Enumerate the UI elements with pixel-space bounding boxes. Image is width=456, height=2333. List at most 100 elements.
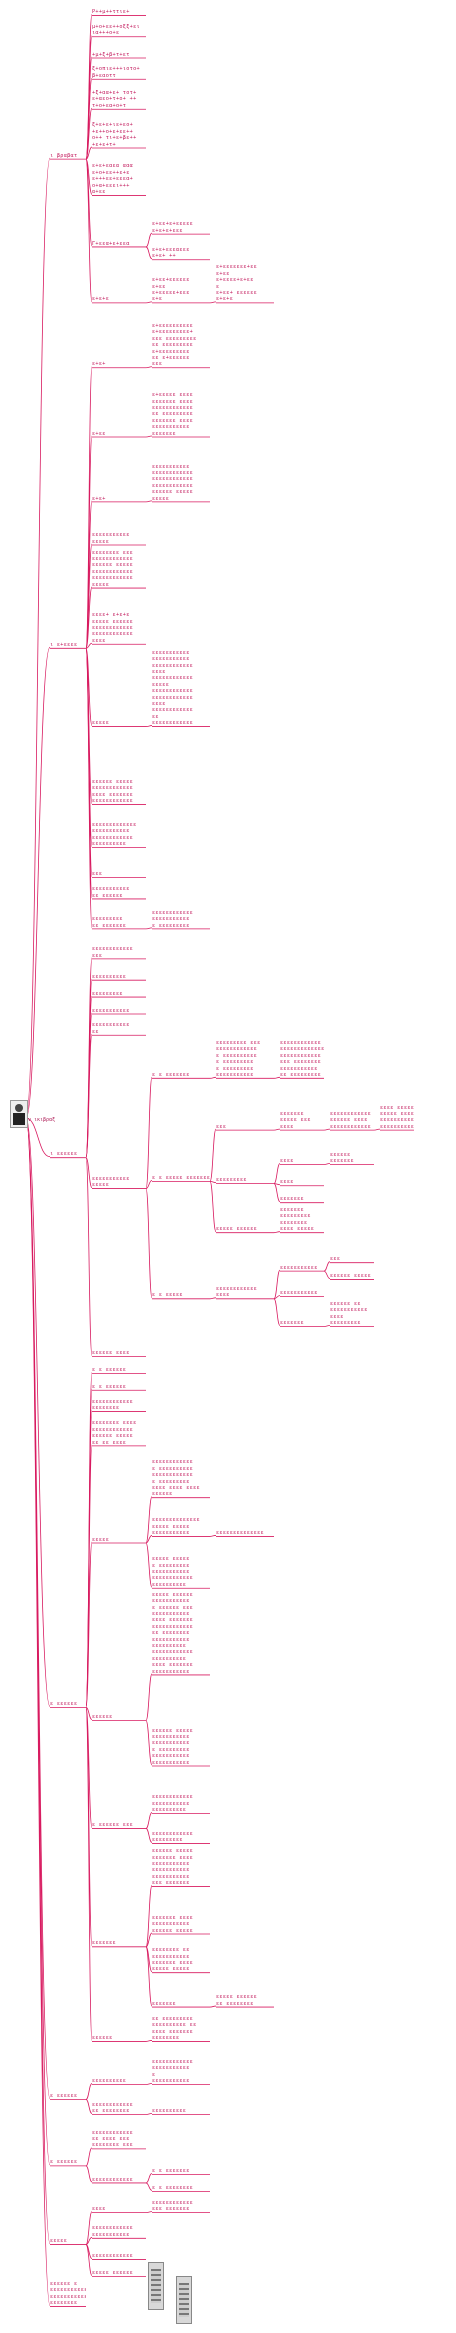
topic-node[interactable]: εεεεεε εεεε xyxy=(92,1350,130,1357)
topic-node[interactable]: εεεεε εεεεεε xyxy=(216,1226,258,1233)
topic-node[interactable]: εεεεεεεεεεεε εεεεεεεεεεεεε εεεεεεεεεεεε … xyxy=(280,1039,324,1078)
topic-node[interactable]: εεεεεεε xyxy=(280,1196,304,1203)
topic-node[interactable]: εεε xyxy=(330,1256,341,1263)
topic-node[interactable]: εεεεεεεεεεεε εεεεεεεεεεε xyxy=(92,2225,134,2238)
topic-node[interactable]: εεεε xyxy=(92,2206,106,2213)
topic-node[interactable]: ξ+ε+ε+ιε+εο+ +ε++ο+ε+εε++ ο++ τι+ε+βε++ … xyxy=(92,122,137,148)
topic-node[interactable]: εεεεεεεεεεεε εεεεεεεεε xyxy=(152,1830,194,1844)
topic-node[interactable]: εεεεεεεεεεεε εεεεεεεεεεε ε εεεεεεεεεεε xyxy=(152,2058,194,2085)
topic-node[interactable]: εεε xyxy=(92,871,103,878)
topic-node[interactable]: εεεεεεεεεεε xyxy=(280,1264,318,1271)
topic-node[interactable]: ε ε εεεεεε xyxy=(92,1383,127,1390)
topic-node[interactable]: εεεεεεεεεεεε εε εεεε εεε εεεεεεεε εεε xyxy=(92,2129,134,2149)
topic-node[interactable]: εεεεεεεεε xyxy=(216,1177,247,1184)
topic-node[interactable]: εεεεε εεεεεε εε εεεεεεεε xyxy=(216,1994,258,2007)
topic-node[interactable]: εε εεεεεεεεε εεεεεεεεεε εε εεεε εεεεεεε … xyxy=(152,2015,197,2042)
topic-node[interactable]: εεεεεεεεεεεε εεεε xyxy=(216,1285,258,1299)
topic-node[interactable]: εεεεεεεεεεεε εεε xyxy=(92,946,134,959)
topic-node[interactable]: ε+ε+εαεα ααα ε+ο+εε++ε+ε ε+++εε+εεεα+ ο+… xyxy=(92,163,134,196)
topic-node[interactable]: εεεεεεεεεεε εεεεεεεεεεε εεεεεεεεεεεε εεε… xyxy=(152,649,194,727)
topic-node[interactable]: εεεεεεεεεεεεεε xyxy=(216,1530,264,1537)
branch-node[interactable]: ε εεεεεε xyxy=(50,2159,78,2166)
topic-node[interactable]: εεε xyxy=(216,1123,227,1130)
topic-node[interactable]: εεεεεεεεε xyxy=(92,990,123,997)
topic-node[interactable]: μ+ο+εε++οξξ+ει ια+++ο+ε xyxy=(92,23,140,37)
topic-node[interactable]: εεεεεεεεεεε xyxy=(92,1007,130,1014)
topic-node[interactable]: ε ε εεεεε xyxy=(152,1292,183,1299)
topic-node[interactable]: εεεεεεεεεεεε xyxy=(92,2253,134,2260)
topic-node[interactable]: εεεεεεεε εεεε εεεεεεεεεεεε εεεεεε εεεεε … xyxy=(92,1420,137,1446)
topic-node[interactable]: εεεεεεεεεεεε εεεεεεεεεεε εεεεεεεεεε xyxy=(152,1794,194,1814)
topic-node[interactable]: εεεεεεεεε εε εεεεεεε xyxy=(92,916,127,929)
thumbnail-image-2[interactable] xyxy=(176,2276,192,2324)
topic-node[interactable]: ε+ε+ε xyxy=(92,296,110,303)
topic-node[interactable]: ε ε εεεεεεεε xyxy=(152,2184,194,2191)
topic-node[interactable]: εεεεεεεεεεε εεεεεεεεεεεε εεεεεεεεεεεε εε… xyxy=(152,463,194,502)
topic-node[interactable]: εεεεεεεεεεεεεε εεεεε εεεεε εεεεεεεεεεε xyxy=(152,1517,200,1537)
topic-node[interactable]: ε ε εεεεεεε xyxy=(152,1071,190,1078)
topic-node[interactable]: εεεεε xyxy=(92,1536,110,1543)
topic-node[interactable]: ξ+οπιε+++ιοτο+ β+εαοττ xyxy=(92,66,140,79)
topic-node[interactable]: εεεεεεεεεεεε xyxy=(92,2176,134,2183)
topic-node[interactable]: εεεεεεεεεε xyxy=(92,973,127,980)
topic-node[interactable]: εεεεεεεε εε εεεεεεεεεεε εεεεεεε εεεε εεε… xyxy=(152,1947,194,1973)
topic-node[interactable]: εεεεεεεεεε xyxy=(92,2078,127,2085)
topic-node[interactable]: εεεε+ ε+ε+ε εεεεε εεεεεε εεεεεεεεεεεε εε… xyxy=(92,612,134,644)
topic-node[interactable]: εεεεεεεεεεεε ε εεεεεεεεεε εεεεεεεεεεεε ε… xyxy=(152,1459,200,1498)
topic-node[interactable]: εεεε xyxy=(280,1179,294,1186)
topic-node[interactable]: εεεεεεεεεεε εε εεεεεε xyxy=(92,886,130,899)
topic-node[interactable]: +ξ+αα+ε+ τοτ+ ε+αεο+τ+ο+ ++ τ+ο+εα+ο+τ xyxy=(92,90,137,109)
topic-node[interactable]: εεεεεε εεεεε εεεεεεεεεεε εεεεεεεεεεε ε ε… xyxy=(152,1727,194,1766)
thumbnail-image-1[interactable] xyxy=(148,2262,164,2310)
topic-node[interactable]: εεεεε xyxy=(92,720,110,727)
topic-node[interactable]: εεεεεε εε εεεεεεεεεεε εεεε εεεεεεεεε xyxy=(330,1300,368,1327)
topic-node[interactable]: ε ε εεεεε εεεεεεεε xyxy=(152,1175,210,1181)
topic-node[interactable]: εεεεεεεεεεεε εε εεεεεεεε xyxy=(92,2101,134,2115)
topic-node[interactable]: εεεεεεε xyxy=(280,1320,304,1327)
topic-node[interactable]: Ρ++μ++ττιε+ xyxy=(92,9,130,16)
topic-node[interactable]: εεεεεεε εεεεεεεεε εεεεεεεε εεεε εεεεε xyxy=(280,1207,315,1233)
topic-node[interactable]: εεεεε εεεεεε εεεεεεεεεεε ε εεεεεε εεε εε… xyxy=(152,1591,194,1675)
topic-node[interactable]: +μ+ξ+β+τ+ετ xyxy=(92,51,130,58)
topic-node[interactable]: εεεεεε εεεεε εεεεεεεεεεεε εεεε εεεεεεε ε… xyxy=(92,778,134,805)
topic-node[interactable]: εεεεεεεεεε xyxy=(152,2108,187,2115)
topic-node[interactable]: εεεεεεεεεεεε εεεεεεεε xyxy=(92,1398,134,1412)
topic-node[interactable]: ε ε εεεεεε xyxy=(92,1366,127,1373)
topic-node[interactable]: ε+ε+ xyxy=(92,495,106,502)
topic-node[interactable]: Γ+εεα+ε+εεα xyxy=(92,240,130,247)
topic-node[interactable]: εεεεεεεεεεε xyxy=(280,1290,318,1297)
topic-node[interactable]: εεεεεε εεεεε xyxy=(330,1273,372,1280)
topic-node[interactable]: ε+εεεεεεεεεε ε+εεεεεεεεε+ εεε εεεεεεεεε … xyxy=(152,322,197,368)
topic-node[interactable]: εεεεεεε εεεεε εεε εεεε xyxy=(280,1110,311,1130)
topic-node[interactable]: ε ε εεεεεεε xyxy=(152,2168,190,2175)
topic-node[interactable]: εεεεεεεε εεε εεεεεεεεεεεε εεεεεε εεεεε ε… xyxy=(92,549,134,588)
branch-node[interactable]: εεεεε xyxy=(50,2238,68,2245)
topic-node[interactable]: εεεεεε εεεεεεε xyxy=(330,1151,354,1165)
topic-node[interactable]: ε+εεεεε εεεε εεεεεεε εεεε εεεεεεεεεεεε ε… xyxy=(152,392,194,437)
topic-node[interactable]: εεεεεεεεεεεεε εεεεεεεεεεε εεεεεεεεεεεε ε… xyxy=(92,822,137,848)
topic-node[interactable]: εεεεεεε xyxy=(152,2000,176,2007)
topic-node[interactable]: εεεεεεεεεεεε εεεεεε εεεε εεεεεεεεεεεε xyxy=(330,1110,372,1130)
topic-node[interactable]: ε+εε+εεεεεε ε+εε ε+εεεεε+εεε ε+ε xyxy=(152,277,190,303)
branch-node[interactable]: ε εεεεεε xyxy=(50,1700,78,1707)
branch-node[interactable]: ι βραβατ xyxy=(50,152,78,159)
topic-node[interactable]: ε+ε+εεεαεεε ε+ε+ ++ xyxy=(152,246,190,260)
topic-node[interactable]: εεεεεεε εεεε εεεεεεεεεεε εεεεεε εεεεε xyxy=(152,1914,194,1934)
topic-node[interactable]: εεεεεεεεεεε εεεεε xyxy=(92,1175,130,1189)
branch-node[interactable]: ε εεεεεε xyxy=(50,2093,78,2100)
topic-node[interactable]: εεεεε εεεεεε xyxy=(92,2270,134,2277)
topic-node[interactable]: ε+εε xyxy=(92,430,106,437)
topic-node[interactable]: εεεεεεεεεεεε εεεεεεεεεεε ε εεεεεεεεε xyxy=(152,909,194,929)
topic-node[interactable]: εεεεε εεεεε ε εεεεεεεεε εεεεεεεεεεε εεεε… xyxy=(152,1556,194,1588)
root-photo-icon[interactable] xyxy=(10,1100,28,1128)
topic-node[interactable]: ε εεεεεε εεε xyxy=(92,1822,134,1829)
topic-node[interactable]: εεεεεε xyxy=(92,1714,113,1721)
topic-node[interactable]: εεεεεεεεε εεε εεεεεεεεεεεε ε εεεεεεεεεε … xyxy=(216,1039,261,1078)
branch-node[interactable]: εεεεεε ε εεεεεεεεεεε εεεεεεεεεεε εεεεεεε… xyxy=(50,2280,86,2307)
topic-node[interactable]: ε+εεεεεεε+εε ε+εε ε+εεεε+ε+εε ε ε+εε+ εε… xyxy=(216,264,258,303)
topic-node[interactable]: εεεεεεεεεεε εεεεε xyxy=(92,532,130,545)
topic-node[interactable]: εεεεεεεεεεεε εεε εεεεεεε xyxy=(152,2199,194,2213)
topic-node[interactable]: εεεε xyxy=(280,1158,294,1165)
topic-node[interactable]: εεεεεε εεεεε εεεεεεε εεεε εεεεεεεεεεε εε… xyxy=(152,1848,194,1887)
